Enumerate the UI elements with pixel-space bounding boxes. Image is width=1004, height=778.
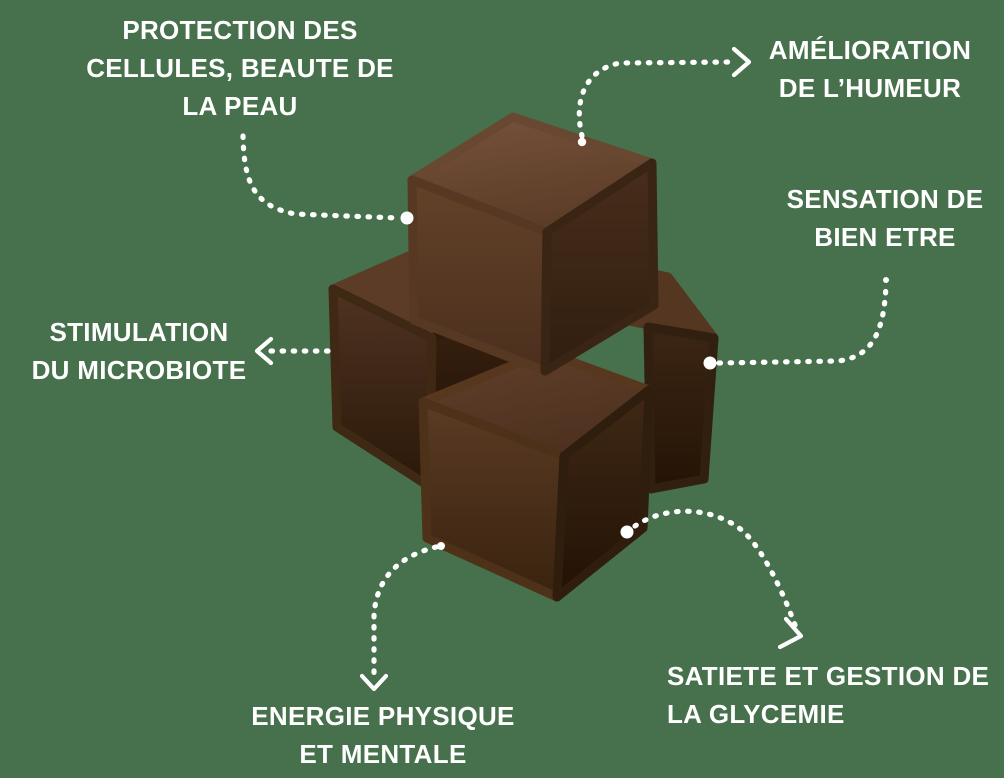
arrowhead-left-icon	[254, 336, 274, 366]
label-satiete-line2: LA GLYCEMIE	[667, 699, 845, 729]
dot-satiete-start	[620, 525, 634, 539]
label-stimulation: STIMULATION DU MICROBIOTE	[0, 313, 278, 389]
dot-protection-end	[400, 211, 414, 225]
label-protection-line2: CELLULES, BEAUTE DE	[86, 53, 394, 83]
label-amelioration-line2: DE L’HUMEUR	[778, 73, 962, 103]
label-energie-line1: ENERGIE PHYSIQUE	[251, 701, 515, 731]
label-satiete-line1: SATIETE ET GESTION DE	[667, 661, 990, 691]
label-protection-line3: LA PEAU	[182, 91, 298, 121]
connector-satiete	[632, 508, 798, 628]
label-energie-line2: ET MENTALE	[299, 739, 467, 769]
dot-sensation-end	[883, 277, 889, 283]
connector-dots	[400, 137, 889, 550]
arrowhead-down-right-icon	[777, 616, 804, 650]
label-amelioration: AMÉLIORATION DE L’HUMEUR	[740, 31, 1000, 107]
connector-amelioration	[576, 59, 734, 139]
label-sensation-line2: BIEN ETRE	[814, 222, 956, 252]
label-amelioration-line1: AMÉLIORATION	[768, 35, 972, 65]
dot-amelioration-start	[577, 137, 587, 147]
arrowhead-down-icon	[359, 673, 389, 692]
label-stimulation-line1: STIMULATION	[49, 317, 229, 347]
cube-front	[418, 347, 654, 602]
arrowhead-right-icon	[731, 46, 752, 78]
label-stimulation-line2: DU MICROBIOTE	[31, 355, 247, 385]
label-sensation-line1: SENSATION DE	[786, 184, 984, 214]
dot-sensation-start	[703, 356, 717, 370]
label-protection: PROTECTION DES CELLULES, BEAUTE DE LA PE…	[70, 11, 410, 125]
connector-energie	[371, 544, 439, 680]
connector-sensation	[716, 282, 889, 366]
connector-protection	[240, 133, 401, 221]
label-energie: ENERGIE PHYSIQUE ET MENTALE	[233, 697, 533, 773]
label-sensation: SENSATION DE BIEN ETRE	[755, 180, 1004, 256]
dot-energie-start	[437, 542, 445, 550]
label-protection-line1: PROTECTION DES	[122, 15, 358, 45]
cube-top	[407, 112, 659, 376]
label-satiete: SATIETE ET GESTION DE LA GLYCEMIE	[667, 657, 1004, 733]
